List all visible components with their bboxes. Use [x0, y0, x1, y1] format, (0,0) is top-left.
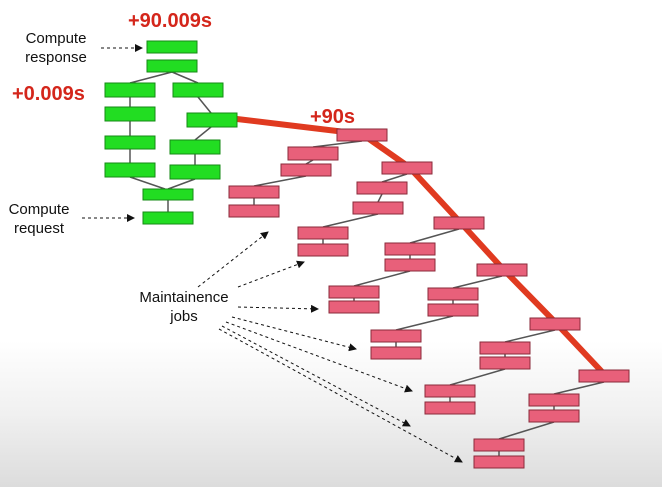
compute-request-label: Compute request	[8, 201, 70, 237]
task-box	[473, 455, 525, 469]
task-box	[104, 106, 156, 122]
task-box	[297, 226, 349, 240]
edge	[129, 71, 173, 84]
dashed-arrow	[197, 231, 269, 288]
edge	[498, 421, 555, 440]
task-box	[356, 181, 408, 195]
dashed-arrow	[237, 260, 305, 288]
task-box	[473, 438, 525, 452]
edge	[553, 381, 605, 395]
edge	[353, 270, 411, 287]
task-box	[424, 401, 476, 415]
task-box	[104, 135, 156, 150]
dashed-arrow	[237, 304, 319, 313]
label-arrows	[82, 44, 463, 463]
dashed-arrow	[218, 328, 463, 463]
task-box	[427, 287, 479, 301]
task-box	[146, 40, 198, 54]
edge	[194, 126, 212, 141]
task-box	[528, 409, 580, 423]
task-box	[384, 258, 436, 272]
task-box	[297, 243, 349, 257]
task-box	[370, 329, 422, 343]
task-box	[280, 163, 332, 177]
task-box	[433, 216, 485, 230]
request-time-label: +0.009s	[12, 83, 85, 105]
task-box	[384, 242, 436, 256]
edge	[167, 178, 196, 190]
task-box	[479, 356, 531, 370]
task-box	[424, 384, 476, 398]
edge	[322, 213, 379, 228]
task-box	[142, 211, 194, 225]
task-box	[352, 201, 404, 215]
edge	[305, 159, 314, 165]
task-box	[328, 285, 380, 299]
task-box	[169, 139, 221, 155]
task-box	[328, 300, 380, 314]
task-box	[479, 341, 531, 355]
task-box	[427, 303, 479, 317]
edge	[129, 176, 166, 190]
task-box	[172, 82, 224, 98]
compute-response-label: Compute response	[25, 30, 87, 66]
task-box	[476, 263, 528, 277]
edge	[409, 228, 460, 244]
task-box	[228, 185, 280, 199]
task-box	[287, 146, 339, 161]
edge	[377, 193, 383, 203]
edge	[171, 71, 199, 84]
task-box	[370, 346, 422, 360]
request-box-group	[104, 40, 238, 225]
edge	[253, 175, 307, 187]
task-box	[529, 317, 581, 331]
task-box	[186, 112, 238, 128]
edge	[395, 315, 454, 331]
task-box	[142, 188, 194, 201]
maintenance-time-label: +90s	[310, 106, 356, 128]
edge	[312, 140, 363, 148]
edge	[449, 368, 506, 386]
maintenance-jobs-label: Maintainence jobs	[139, 289, 229, 325]
edge	[381, 173, 408, 183]
edge	[452, 275, 503, 289]
task-box	[381, 161, 433, 175]
task-box	[169, 164, 221, 180]
edge	[504, 329, 556, 343]
maintenance-box-group	[228, 128, 630, 469]
task-box	[228, 204, 280, 218]
response-time-label: +90.009s	[128, 10, 212, 32]
task-box	[528, 393, 580, 407]
task-box	[146, 59, 198, 73]
task-box	[104, 162, 156, 178]
task-box	[578, 369, 630, 383]
edge	[197, 96, 212, 114]
dashed-arrow	[231, 316, 357, 352]
task-box	[104, 82, 156, 98]
task-box	[336, 128, 388, 142]
